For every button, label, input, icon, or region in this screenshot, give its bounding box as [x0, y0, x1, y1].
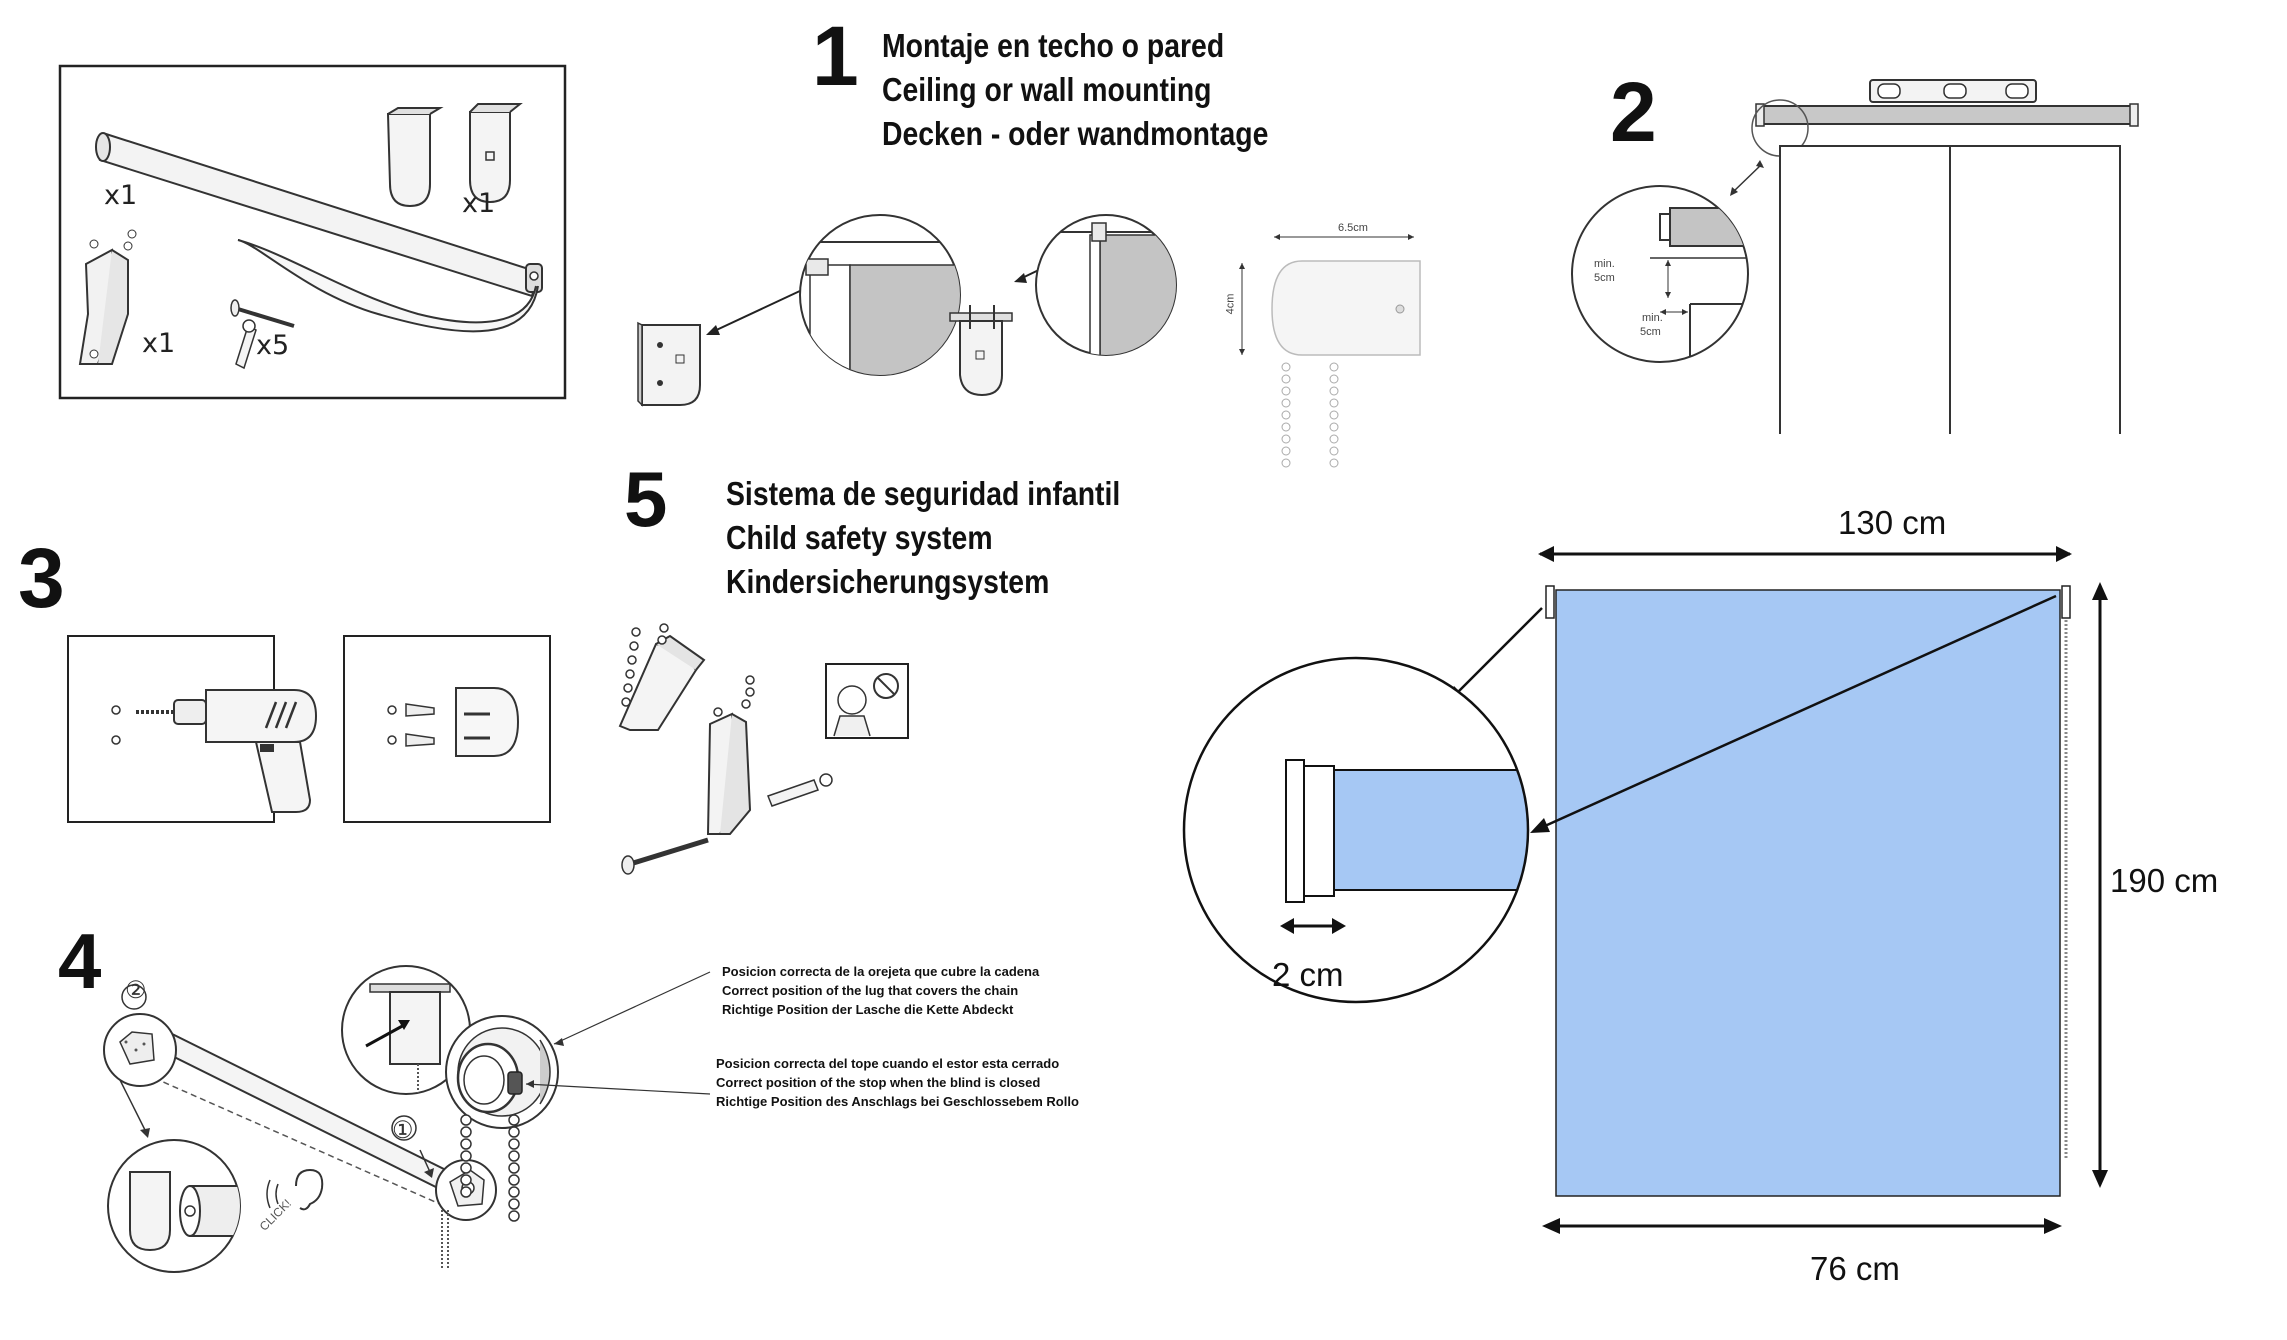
roller-tube [95, 132, 543, 333]
bracket-detail [341, 965, 471, 1095]
step-5-number: 5 [624, 455, 668, 543]
step-5-line-en: Child safety system [726, 519, 993, 556]
click-detail [107, 1139, 241, 1273]
clearance-min-label-1: min. [1594, 258, 1615, 270]
step-1-heading: Montaje en techo o pared Ceiling or wall… [882, 24, 1268, 156]
lug-note: Posicion correcta de la orejeta que cubr… [722, 962, 1039, 1019]
anchors-and-bracket [387, 687, 520, 757]
child-safety-clip [618, 623, 833, 875]
stop-note: Posicion correcta del tope cuando el est… [716, 1054, 1079, 1111]
lug-note-en: Correct position of the lug that covers … [722, 983, 1019, 998]
height-label: 190 cm [2110, 862, 2219, 899]
step-4-illustration [103, 965, 711, 1273]
clip-qty: x1 [142, 328, 176, 359]
end-cap [1239, 234, 1421, 468]
detail-circle-1 [799, 214, 961, 376]
step-4-marker-2: ② [125, 977, 147, 1004]
ear-icon [266, 1168, 324, 1211]
step-1-illustration [637, 214, 1421, 468]
step-1-line-es: Montaje en techo o pared [882, 27, 1225, 64]
clearance-detail [1571, 185, 1749, 363]
blind-fabric [1555, 589, 2061, 1197]
step-3-number: 3 [18, 531, 65, 625]
step-5-line-de: Kindersicherungsystem [726, 563, 1050, 600]
step-4-marker-1: ① [392, 1117, 414, 1144]
brackets [386, 103, 523, 208]
brackets-qty: x1 [462, 188, 496, 219]
stop-note-es: Posicion correcta del tope cuando el est… [716, 1056, 1060, 1071]
step-5-line-es: Sistema de seguridad infantil [726, 475, 1121, 512]
step-2-illustration [1571, 79, 2139, 434]
left-bracket [1545, 585, 1555, 619]
step-1-line-en: Ceiling or wall mounting [882, 71, 1212, 108]
step-3-illustration [67, 635, 551, 823]
clearance-value-1: 5cm [1594, 272, 1615, 284]
lug-note-de: Richtige Position der Lasche die Kette A… [722, 1002, 1014, 1017]
dimensions-diagram [1182, 546, 2108, 1234]
window-frame [1779, 145, 2121, 434]
lug-note-es: Posicion correcta de la orejeta que cubr… [722, 964, 1040, 979]
end-cap-width-label: 6.5cm [1338, 222, 1368, 234]
wall-bracket [637, 321, 701, 407]
parts-illustration [58, 64, 567, 400]
step-1-line-de: Decken - oder wandmontage [882, 115, 1269, 152]
roller-qty: x1 [104, 180, 138, 211]
detail-circle-2 [1035, 214, 1177, 356]
drill [136, 689, 318, 813]
fabric-width-arrow [1542, 1218, 2062, 1234]
chain-stop [445, 971, 711, 1222]
spirit-level [1869, 79, 2037, 103]
child-warning-icon [825, 663, 909, 739]
stop-note-de: Richtige Position des Anschlags bei Gesc… [716, 1094, 1079, 1109]
chain-clip [78, 229, 137, 365]
clearance-value-2: 5cm [1640, 326, 1661, 338]
step-5-illustration [618, 623, 909, 875]
total-width-arrow [1538, 546, 2072, 562]
ceiling-bracket [949, 305, 1013, 397]
step-2-number: 2 [1610, 65, 1657, 159]
end-cap-height-label: 4cm [1224, 293, 1237, 315]
clearance-min-label-2: min. [1642, 312, 1663, 324]
right-bracket [2061, 585, 2071, 619]
bracket-zoom [1182, 656, 1530, 1004]
fabric-width-label: 76 cm [1810, 1250, 1900, 1287]
screws [230, 299, 295, 370]
stop-note-en: Correct position of the stop when the bl… [716, 1075, 1041, 1090]
screws-qty: x5 [256, 330, 290, 361]
bracket-offset-label: 2 cm [1272, 956, 1344, 993]
step-1-number: 1 [812, 9, 859, 103]
height-arrow [2092, 582, 2108, 1188]
roller-installation [103, 984, 497, 1270]
step-5-heading: Sistema de seguridad infantil Child safe… [726, 472, 1120, 604]
total-width-label: 130 cm [1838, 504, 1947, 541]
step-4-number: 4 [58, 917, 102, 1005]
